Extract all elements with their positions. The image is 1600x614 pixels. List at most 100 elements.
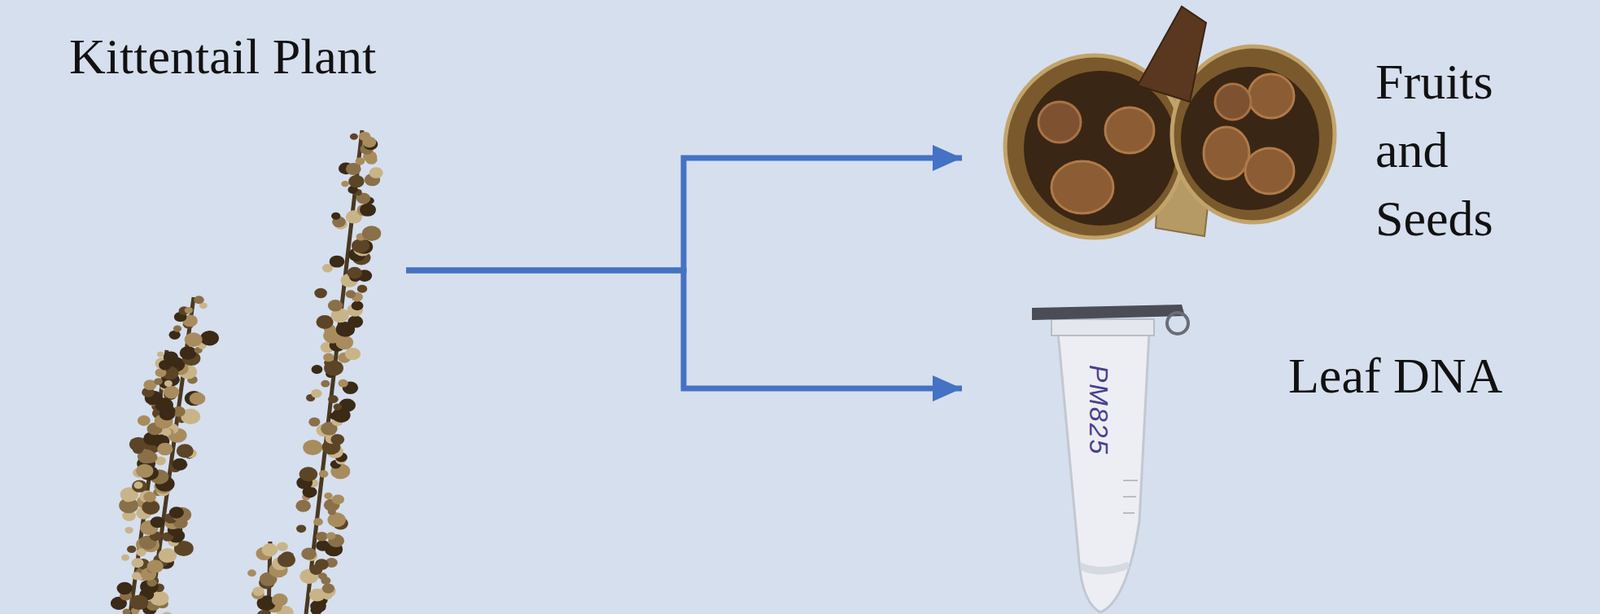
seed-capsule <box>141 499 160 515</box>
tube-illustration <box>1031 304 1189 613</box>
capsule-inner <box>1180 66 1320 210</box>
seed-capsule <box>153 377 163 385</box>
seed-capsule <box>129 594 149 610</box>
seed-capsule <box>369 166 384 179</box>
seed-capsule <box>200 330 219 346</box>
seed-capsule <box>340 180 349 188</box>
seed-capsule <box>329 255 346 268</box>
tube-hinge <box>1167 312 1189 334</box>
seed-capsule <box>169 506 184 518</box>
seed-capsule <box>179 345 197 360</box>
seed-capsule <box>137 415 151 426</box>
seed-capsule <box>172 458 188 471</box>
seed-capsule <box>327 394 339 403</box>
seed <box>1203 126 1250 180</box>
illustration-node: Fruits and Seeds <box>961 0 1565 245</box>
seed-capsule <box>310 389 322 398</box>
seed-capsule <box>157 442 173 455</box>
seed-capsule <box>161 428 172 436</box>
seed-capsule <box>163 350 179 363</box>
seed-capsule <box>126 545 136 553</box>
seed-capsule <box>262 542 279 556</box>
seed-capsule <box>122 608 132 614</box>
seed <box>1248 74 1294 119</box>
seed-capsule <box>157 351 164 358</box>
seed-capsule <box>189 392 206 406</box>
seed-capsule <box>311 364 324 374</box>
seed <box>1245 148 1294 194</box>
tube-liquid <box>1079 561 1130 575</box>
seed-capsule <box>332 493 345 504</box>
seed-capsule <box>338 379 349 388</box>
seed <box>1038 101 1081 143</box>
seed-capsule <box>330 433 345 445</box>
seed-capsule <box>184 306 193 314</box>
seed-capsule <box>327 299 343 312</box>
seed-capsule <box>347 314 363 328</box>
seed-capsule <box>131 572 142 581</box>
seed-capsule <box>351 301 364 311</box>
seed-capsule <box>276 542 289 551</box>
seed-capsule <box>333 403 343 411</box>
illustration-node: Kittentail Plant <box>65 0 407 614</box>
plant-stem <box>306 130 363 614</box>
node-label: Fruits and Seeds <box>1375 47 1539 253</box>
tube-lid <box>1031 304 1185 320</box>
seed-capsule <box>131 557 144 568</box>
seed-capsule <box>348 174 364 188</box>
seed-capsule <box>351 238 370 254</box>
node-label: Leaf DNA <box>1288 340 1503 410</box>
seed-capsule <box>323 359 344 376</box>
seed-capsule <box>358 131 372 142</box>
seed-capsule <box>308 417 320 427</box>
seed-capsule <box>331 212 341 220</box>
illustration-node: Leaf DNA <box>961 304 1565 614</box>
seed-capsule <box>319 469 329 477</box>
seed <box>1105 107 1155 154</box>
seed-capsule <box>135 463 154 478</box>
seed-capsule <box>257 609 272 614</box>
seed-capsule <box>315 539 330 551</box>
seed-capsule <box>163 385 180 399</box>
seed-capsule <box>347 266 363 280</box>
seed-capsule <box>320 380 330 388</box>
tube-body <box>1057 332 1150 613</box>
seed-capsule <box>295 499 311 512</box>
seed-capsule <box>121 554 130 561</box>
seed-capsule <box>139 579 158 595</box>
seed-capsule <box>158 547 177 563</box>
seed-capsule <box>133 480 143 489</box>
fruit-illustration <box>1005 6 1335 238</box>
seed-capsule <box>143 491 157 503</box>
seed-capsule <box>338 397 356 412</box>
seed-capsule <box>117 581 133 595</box>
style-tip <box>1137 6 1207 102</box>
seed-capsule <box>315 531 328 542</box>
seed-capsule <box>150 515 166 528</box>
seed <box>1215 83 1251 120</box>
seed-capsule <box>314 558 329 570</box>
seed-capsule <box>131 480 148 493</box>
graduation-marks <box>1123 480 1138 513</box>
seed-capsule <box>315 314 333 329</box>
seed-capsule <box>184 332 203 347</box>
seed-capsule <box>164 380 173 387</box>
seed-capsule <box>345 347 361 360</box>
seed-capsule <box>302 439 323 455</box>
seed-capsule <box>323 492 333 499</box>
seed-capsule <box>345 289 356 298</box>
seed-capsule <box>349 133 359 140</box>
tube-rim <box>1051 319 1155 336</box>
seed-capsule <box>124 526 133 534</box>
seed-capsule <box>362 225 381 241</box>
seed-capsule <box>359 203 376 217</box>
seed-capsule <box>193 295 205 304</box>
flow-arrow <box>406 157 962 271</box>
seed-capsule <box>271 593 289 607</box>
seed-capsule <box>147 559 164 573</box>
capsule-inner <box>1023 70 1177 226</box>
seed-capsule <box>173 325 182 333</box>
seed-capsule <box>357 284 368 293</box>
